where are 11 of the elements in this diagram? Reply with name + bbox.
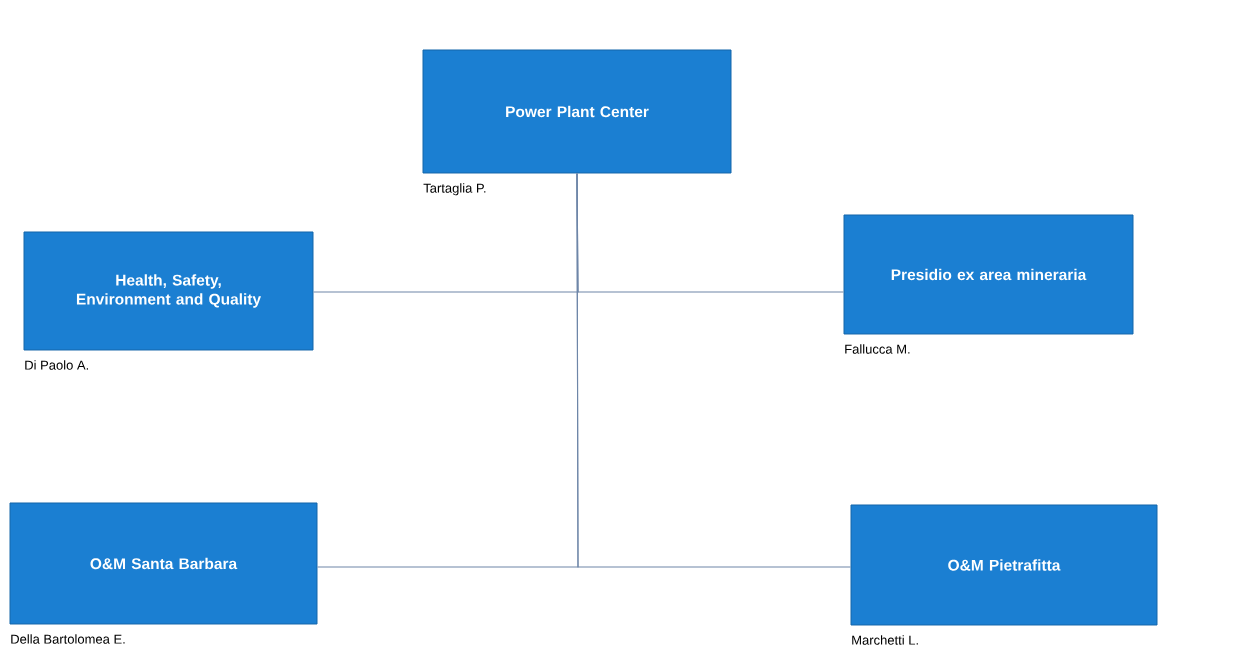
person-name: Tartaglia P. — [423, 183, 486, 196]
unit-box: Power Plant Center — [422, 49, 732, 174]
person-name: Marchetti L. — [852, 635, 918, 645]
connector-line — [576, 172, 852, 568]
person-name: Di Paolo A. — [25, 360, 89, 370]
unit-box: O&M Santa Barbara — [9, 502, 318, 625]
unit-box: O&M Pietrafitta — [850, 504, 1158, 626]
person-name: Fallucca M. — [845, 344, 910, 354]
person-name: Della Bartolomea E. — [11, 634, 125, 644]
unit-box: Presidio ex area mineraria — [843, 214, 1134, 335]
unit-box: Health, Safety, Environment and Quality — [23, 231, 314, 351]
